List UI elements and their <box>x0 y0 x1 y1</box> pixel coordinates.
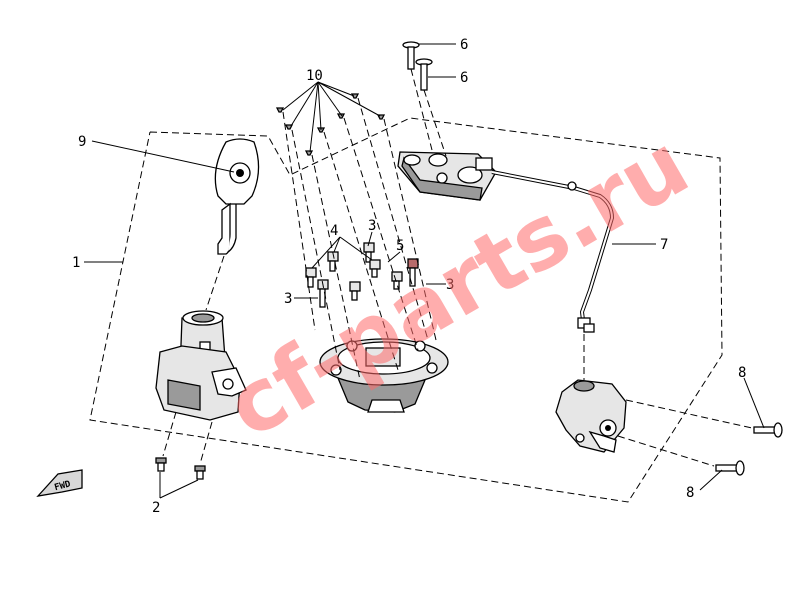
callout-3-right: 3 <box>446 277 454 293</box>
fuel-cap-assembly <box>319 338 449 413</box>
bolts-6 <box>402 41 433 91</box>
callout-1: 1 <box>72 255 80 271</box>
callout-8-bottom: 8 <box>686 485 694 501</box>
bolts-8 <box>715 422 783 476</box>
key <box>214 138 260 255</box>
callout-6-top: 6 <box>460 37 468 53</box>
screws-2 <box>155 457 206 480</box>
lock-mechanism <box>555 379 627 453</box>
callout-4: 4 <box>330 223 338 239</box>
forward-arrow-label: FWD <box>53 479 72 493</box>
callout-6-bottom: 6 <box>460 70 468 86</box>
callout-7: 7 <box>660 237 668 253</box>
forward-arrow-icon: FWD <box>36 469 83 497</box>
callout-3-left: 3 <box>284 291 292 307</box>
ignition-switch <box>155 310 247 421</box>
callout-9: 9 <box>78 134 86 150</box>
top-bracket <box>397 151 497 201</box>
leader-lines <box>84 43 765 499</box>
screws-10 <box>275 93 386 156</box>
callout-2: 2 <box>152 500 160 516</box>
callout-10: 10 <box>306 68 323 84</box>
callout-5: 5 <box>396 238 404 254</box>
assembly-outline <box>89 117 723 503</box>
callout-8-top: 8 <box>738 365 746 381</box>
callout-3-top: 3 <box>368 218 376 234</box>
cable <box>491 170 615 333</box>
callout-labels: 9 1 2 3 3 3 4 5 6 6 10 7 8 8 <box>72 37 746 516</box>
guide-lines <box>162 68 753 467</box>
